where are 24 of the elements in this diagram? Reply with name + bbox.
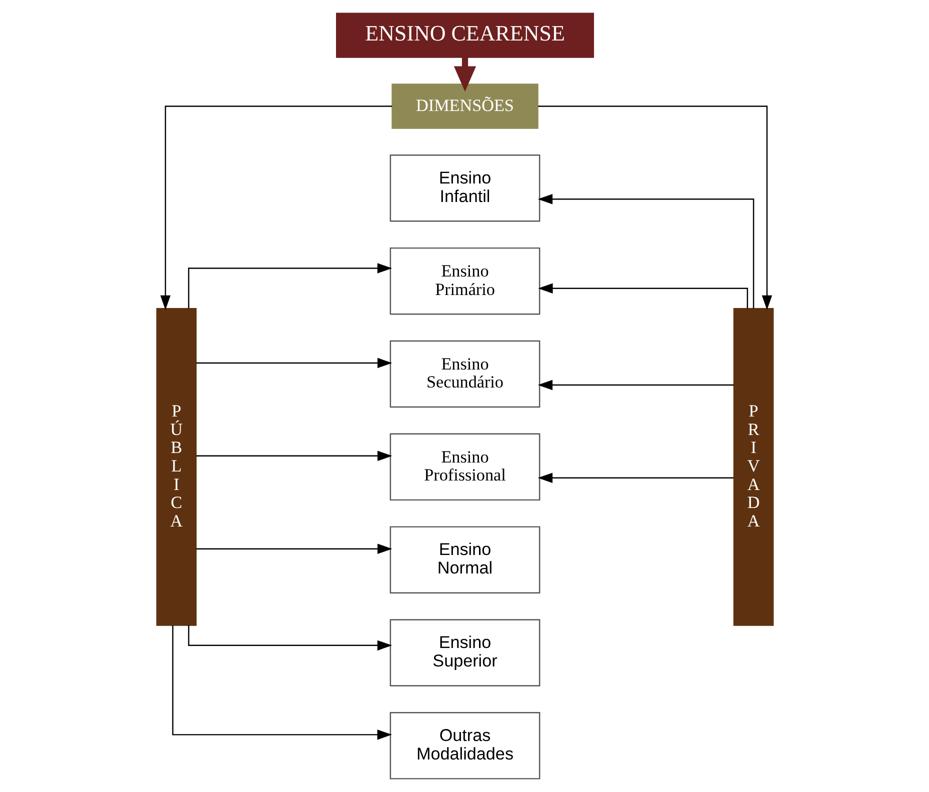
node-box: PÚBLICA [156, 308, 196, 626]
node-box: Outras Modalidades [389, 712, 540, 780]
node-box: Ensino Profissional [389, 433, 540, 501]
node-box: DIMENSÕES [391, 84, 538, 129]
node-box: Ensino Superior [389, 619, 540, 686]
arrow [160, 106, 392, 310]
arrow [188, 263, 392, 308]
arrow [453, 57, 476, 92]
arrow [537, 194, 754, 308]
arrow [537, 472, 734, 484]
arrow [172, 625, 392, 740]
arrow [188, 625, 392, 651]
arrow [538, 106, 772, 310]
node-box: ENSINO CEARENSE [336, 12, 594, 58]
node-box: Ensino Secundário [389, 340, 540, 408]
node-box: Ensino Infantil [389, 154, 540, 222]
arrow [196, 544, 392, 554]
arrow [196, 450, 392, 462]
arrow [196, 358, 392, 368]
node-box: Ensino Normal [389, 526, 540, 594]
arrow [538, 283, 748, 309]
node-box: Ensino Primário [389, 247, 540, 315]
arrow [537, 380, 734, 390]
node-box: PRIVADA [732, 308, 774, 626]
